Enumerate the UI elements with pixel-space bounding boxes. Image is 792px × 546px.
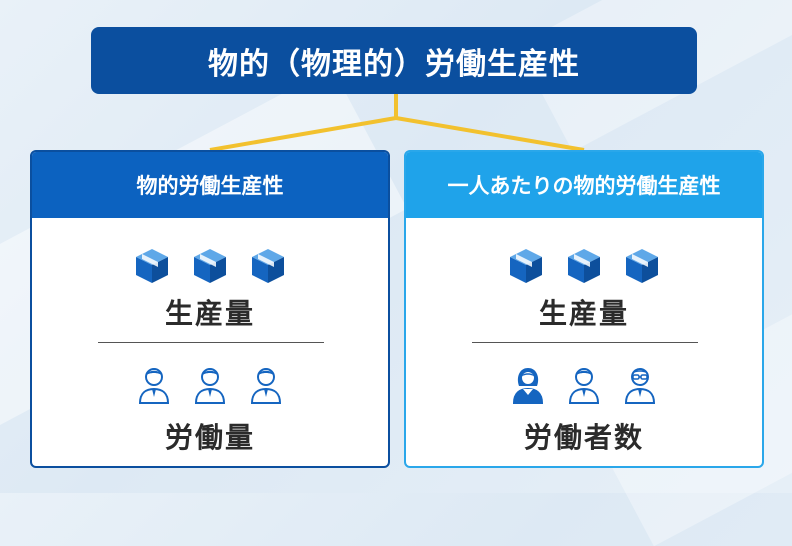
denominator-label: 労働者数 (523, 421, 644, 454)
panel-heading-text: 一人あたりの物的労働生産性 (447, 174, 721, 198)
male-worker-icon (568, 368, 600, 404)
panel-per-capita-physical-labor-productivity: 一人あたりの物的労働生産性 生産量 (404, 150, 764, 468)
box-icon (568, 249, 600, 283)
male-worker-icon (250, 368, 282, 404)
box-icon (510, 249, 542, 283)
numerator-label: 生産量 (538, 297, 629, 330)
panel-heading-text: 物的労働生産性 (136, 174, 284, 198)
production-icons (32, 246, 388, 286)
panel-heading: 一人あたりの物的労働生産性 (406, 152, 762, 218)
glasses-worker-icon (624, 368, 656, 404)
title-text: 物的（物理的）労働生産性 (208, 46, 580, 82)
fraction-divider (472, 342, 698, 343)
panel-heading: 物的労働生産性 (32, 152, 388, 218)
numerator-label: 生産量 (164, 297, 255, 330)
production-icons (406, 246, 762, 286)
box-icon (194, 249, 226, 283)
male-worker-icon (138, 368, 170, 404)
labor-icons (32, 364, 388, 404)
box-icon (626, 249, 658, 283)
female-worker-icon (512, 368, 544, 404)
worker-count-icons (406, 364, 762, 404)
box-icon (252, 249, 284, 283)
box-icon (136, 249, 168, 283)
page-title: 物的（物理的）労働生産性 (91, 27, 697, 94)
fraction-divider (98, 342, 324, 343)
panel-physical-labor-productivity: 物的労働生産性 生産量 (30, 150, 390, 468)
male-worker-icon (194, 368, 226, 404)
denominator-label: 労働量 (164, 421, 255, 454)
